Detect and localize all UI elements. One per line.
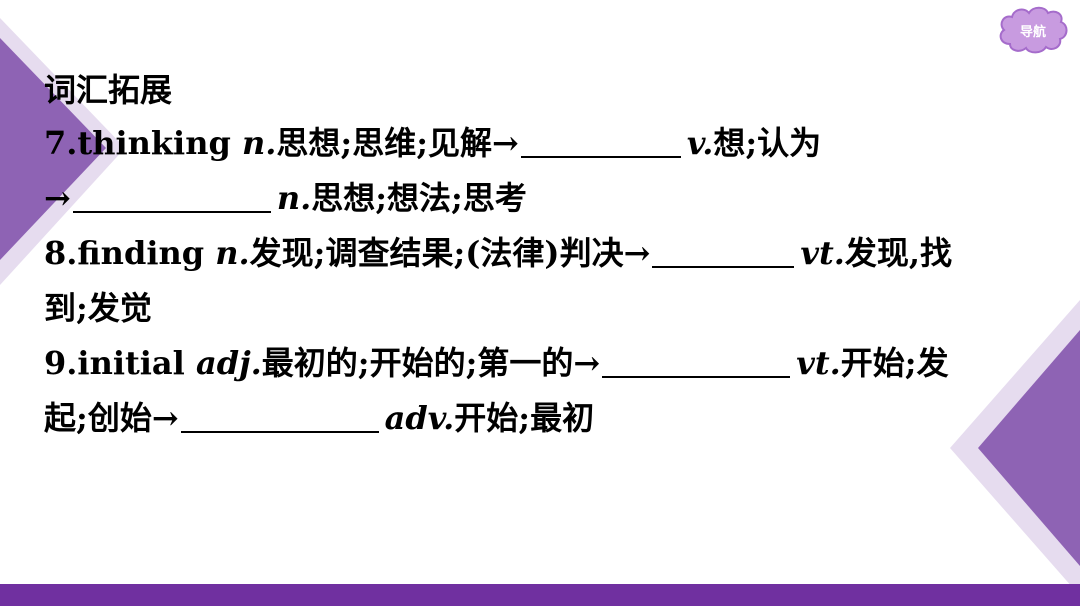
entry-9-blank-1[interactable] xyxy=(602,344,791,378)
entry-8-word: 8.finding xyxy=(44,234,205,272)
entry-9-meaning-1: 最初的;开始的;第一的→ xyxy=(261,344,601,382)
entry-7-word: 7.thinking xyxy=(44,124,231,162)
entry-8-line-2: 到;发觉 xyxy=(44,281,1034,336)
entry-7-arrow: → xyxy=(44,179,71,217)
entry-9-meaning-2: 开始;发 xyxy=(840,344,949,382)
entry-7-meaning-2: 想;认为 xyxy=(713,124,822,162)
entry-9-line-2: 起;创始→ adv.开始;最初 xyxy=(44,391,1034,446)
entry-9-meaning-2-cont: 起;创始→ xyxy=(44,399,179,437)
vocabulary-section: 词汇拓展 7.thinking n.思想;思维;见解→v.想;认为 →n.思想;… xyxy=(44,68,1034,446)
nav-button[interactable]: 导航 xyxy=(996,4,1070,56)
entry-9-pos-1: adj. xyxy=(195,344,262,382)
entry-7-meaning-1: 思想;思维;见解→ xyxy=(276,124,519,162)
entry-7-line-1: 7.thinking n.思想;思维;见解→ v.想;认为 xyxy=(44,116,1034,171)
entry-8-line-1: 8.finding n.发现;调查结果;(法律)判决→ vt.发现,找 xyxy=(44,226,1034,281)
entry-9-pos-2: vt. xyxy=(796,344,841,382)
entry-9-pos-3: adv. xyxy=(384,399,455,437)
entry-7-pos-3: n. xyxy=(276,179,312,217)
entry-7-blank-2[interactable] xyxy=(72,179,271,213)
entry-7-line-2: → n.思想;想法;思考 xyxy=(44,171,1034,226)
entry-8-meaning-1: 发现;调查结果;(法律)判决→ xyxy=(249,234,651,272)
section-heading: 词汇拓展 xyxy=(44,71,173,109)
entry-9-meaning-3: 开始;最初 xyxy=(454,399,595,437)
entry-9-blank-2[interactable] xyxy=(180,399,379,433)
entry-7-pos-1: n. xyxy=(241,124,277,162)
entry-8-pos-1: n. xyxy=(215,234,250,272)
cloud-icon xyxy=(999,6,1068,54)
bottom-accent-bar xyxy=(0,584,1080,606)
entry-8-pos-2: vt. xyxy=(800,234,845,272)
entry-7-pos-2: v. xyxy=(686,124,714,162)
entry-8-meaning-2: 发现,找 xyxy=(844,234,953,272)
entry-7-meaning-3: 思想;想法;思考 xyxy=(311,179,527,217)
entry-8-blank-1[interactable] xyxy=(652,234,795,268)
entry-9-line-1: 9.initial adj.最初的;开始的;第一的→ vt.开始;发 xyxy=(44,336,1034,391)
entry-9-word: 9.initial xyxy=(44,344,185,382)
nav-button-label: 导航 xyxy=(1019,25,1046,40)
entry-8-meaning-2-cont: 到;发觉 xyxy=(44,289,152,327)
entry-7-blank-1[interactable] xyxy=(520,124,681,158)
